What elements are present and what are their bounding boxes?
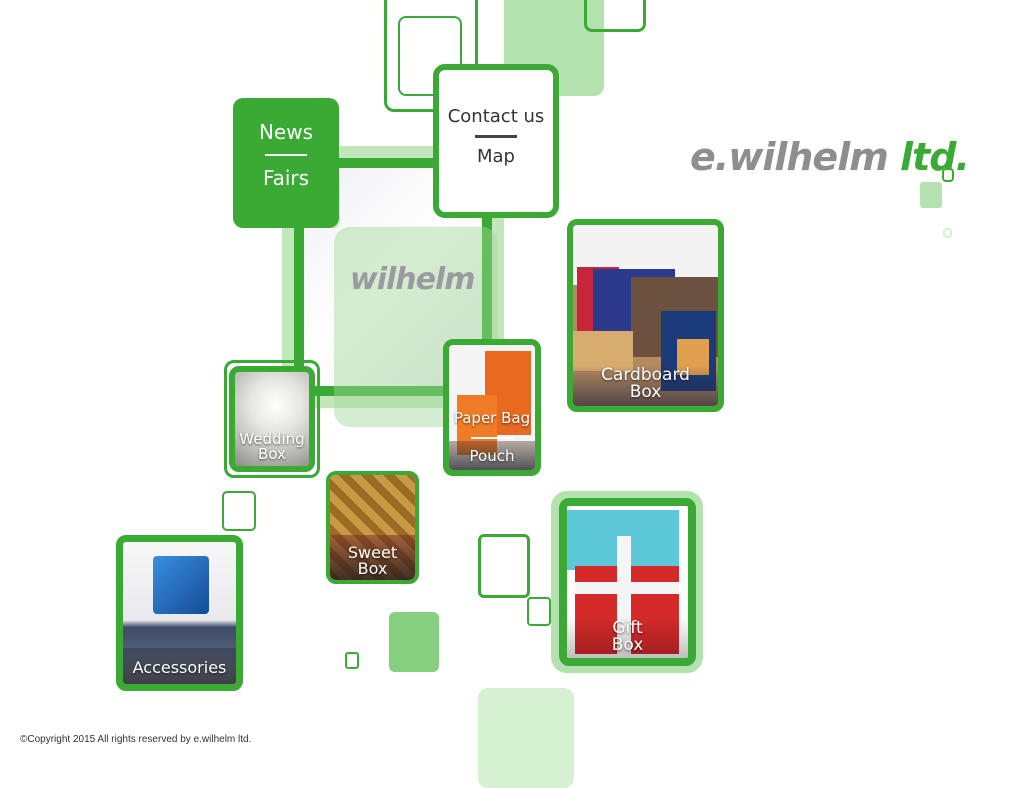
brand-logo-grey: e.wilhelm	[690, 135, 889, 179]
deco-square	[920, 182, 942, 208]
paper-bag-tile[interactable]: Paper Bag Pouch	[443, 339, 541, 476]
cardboard-box-tile[interactable]: Cardboard Box	[567, 219, 724, 412]
deco-square	[384, 0, 478, 112]
copyright-text: ©Copyright 2015 All rights reserved by e…	[20, 734, 252, 745]
sweet-box-tile[interactable]: Sweet Box	[326, 471, 419, 584]
deco-square	[222, 491, 256, 531]
wedding-box-frame	[224, 360, 320, 478]
sweet-box-photo	[330, 475, 415, 580]
contact-link[interactable]: Contact us	[447, 106, 545, 127]
brand-logo-green: ltd.	[900, 135, 970, 179]
deco-square	[943, 228, 952, 238]
accessories-tile[interactable]: Accessories	[116, 535, 243, 691]
accessories-photo	[123, 542, 236, 684]
deco-square	[527, 597, 551, 626]
contact-map-panel: Contact us Map	[433, 64, 559, 218]
sweet-box-label: Sweet Box	[347, 543, 398, 578]
fairs-link[interactable]: Fairs	[262, 166, 310, 190]
wedding-box-tile[interactable]: Wedding Box	[229, 366, 315, 472]
news-link[interactable]: News	[258, 120, 314, 144]
brand-logo[interactable]: e.wilhelm ltd.	[690, 134, 970, 180]
gift-box-frame	[551, 491, 703, 673]
gift-box-photo	[567, 506, 688, 658]
paper-bag-label: Paper Bag	[453, 409, 531, 427]
gift-box-tile[interactable]: Gift Box	[559, 498, 696, 666]
tile-divider	[471, 437, 513, 439]
cardboard-box-photo	[573, 225, 718, 406]
gift-box-label: Gift Box	[611, 618, 644, 655]
map-link[interactable]: Map	[477, 146, 515, 167]
deco-square	[478, 534, 530, 598]
wedding-box-photo	[235, 372, 309, 466]
deco-square	[398, 16, 462, 96]
deco-square	[478, 688, 574, 788]
deco-square	[942, 168, 954, 182]
deco-square	[584, 0, 646, 32]
paper-bag-photo	[449, 345, 535, 470]
deco-square	[345, 652, 359, 669]
nav-divider	[475, 135, 517, 138]
nav-divider	[265, 154, 307, 156]
cardboard-box-label: Cardboard Box	[601, 365, 690, 402]
news-fairs-panel: News Fairs	[233, 98, 339, 228]
wedding-box-label: Wedding Box	[239, 430, 305, 463]
deco-square	[389, 612, 439, 672]
accessories-label: Accessories	[132, 658, 227, 677]
pouch-label: Pouch	[469, 447, 515, 465]
center-logo: wilhelm	[350, 262, 476, 297]
